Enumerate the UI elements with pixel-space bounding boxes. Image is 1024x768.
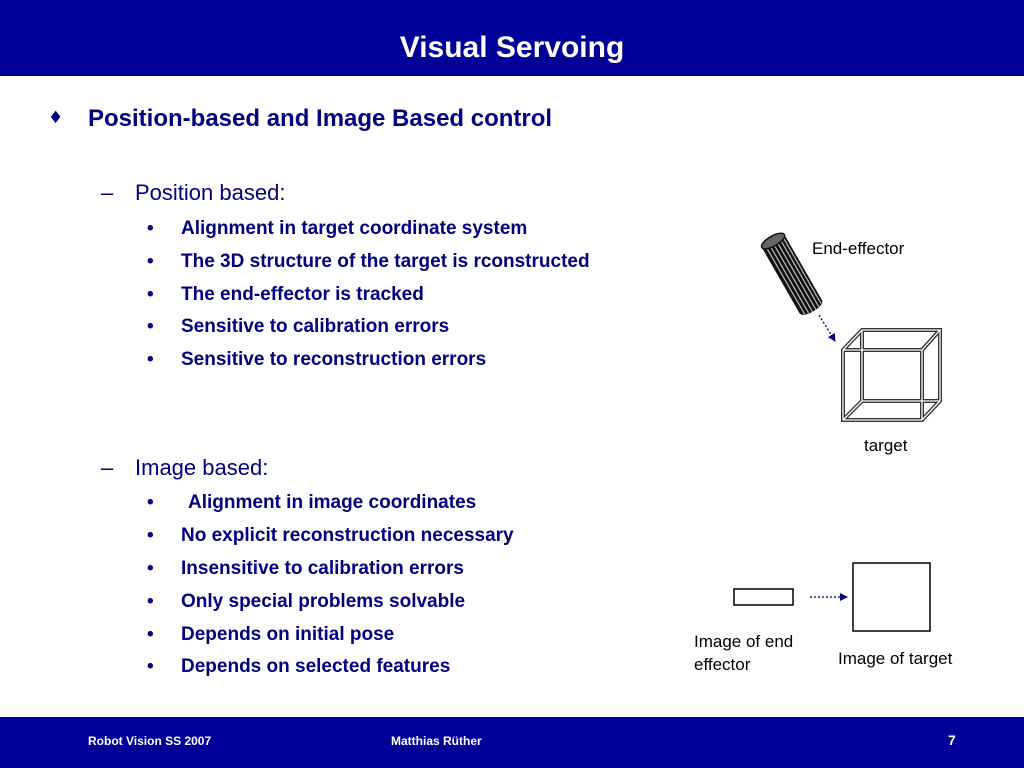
list-item: Alignment in image coordinates [188, 492, 477, 513]
slide-heading: Position-based and Image Based control [88, 105, 553, 132]
footer-author: Matthias Rüther [391, 734, 482, 748]
image-of-end-effector-rect [733, 588, 794, 606]
end-effector-label: End-effector [812, 239, 905, 258]
section-label-image-based: Image based: [135, 455, 269, 480]
list-bullet: • [147, 558, 154, 579]
footer-course: Robot Vision SS 2007 [88, 734, 212, 748]
list-bullet: • [147, 525, 154, 546]
list-item: Depends on selected features [181, 656, 451, 677]
section-dash: – [101, 180, 114, 205]
heading-bullet: ♦ [48, 108, 64, 128]
page-number: 7 [948, 732, 956, 748]
list-item: The end-effector is tracked [181, 284, 424, 305]
dotted-arrow-icon [818, 314, 836, 342]
slide-title: Visual Servoing [399, 31, 625, 64]
list-item: No explicit reconstruction necessary [181, 525, 514, 546]
list-item: Insensitive to calibration errors [181, 558, 464, 579]
list-bullet: • [147, 218, 154, 239]
target-cube-icon [841, 328, 942, 422]
section-dash: – [101, 455, 114, 480]
list-bullet: • [147, 624, 154, 645]
list-item: Only special problems solvable [181, 591, 466, 612]
list-item: Alignment in target coordinate system [181, 218, 528, 239]
target-label: target [864, 436, 908, 455]
list-item: Depends on initial pose [181, 624, 395, 645]
list-bullet: • [147, 656, 154, 677]
list-item: Sensitive to calibration errors [181, 316, 450, 337]
list-bullet: • [147, 316, 154, 337]
list-bullet: • [147, 251, 154, 272]
image-of-target-rect [852, 562, 931, 632]
list-bullet: • [147, 349, 154, 370]
list-bullet: • [147, 591, 154, 612]
header-bar [0, 0, 1024, 76]
image-of-target-label: Image of target [838, 649, 953, 668]
list-bullet: • [147, 284, 154, 305]
footer-bar [0, 717, 1024, 768]
image-of-end-effector-label-line2: effector [694, 655, 751, 674]
end-effector-cylinder-icon [760, 232, 823, 315]
list-item: The 3D structure of the target is rconst… [181, 251, 590, 272]
image-of-end-effector-label-line1: Image of end [694, 632, 793, 651]
list-item: Sensitive to reconstruction errors [181, 349, 487, 370]
section-label-position-based: Position based: [135, 180, 286, 205]
list-bullet: • [147, 492, 154, 513]
